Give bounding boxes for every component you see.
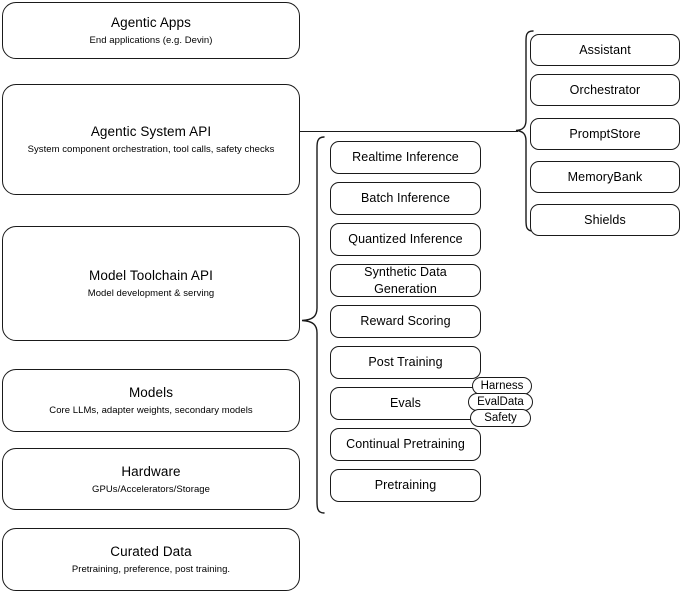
item-label: MemoryBank [567, 169, 643, 184]
layer-hardware[interactable]: Hardware GPUs/Accelerators/Storage [2, 448, 300, 510]
evals-badge-evaldata[interactable]: EvalData [468, 393, 533, 411]
badge-label: Safety [484, 412, 517, 424]
layer-curated-data[interactable]: Curated Data Pretraining, preference, po… [2, 528, 300, 591]
item-label: Reward Scoring [360, 314, 451, 328]
item-label: Quantized Inference [348, 232, 463, 246]
connector-agentic-system-to-system-items [300, 130, 518, 132]
item-label: Evals [389, 396, 422, 410]
layer-title: Hardware [121, 463, 181, 479]
item-label: Shields [584, 212, 626, 227]
toolchain-item-realtime-inference[interactable]: Realtime Inference [330, 141, 481, 174]
layer-title: Agentic System API [90, 124, 212, 139]
brace-system-items [515, 30, 535, 232]
evals-badge-safety[interactable]: Safety [470, 409, 531, 427]
badge-label: Harness [480, 380, 524, 392]
system-item-memorybank[interactable]: MemoryBank [530, 161, 680, 193]
layer-subtitle: Model development & serving [87, 288, 215, 299]
layer-title: Curated Data [110, 544, 192, 559]
evals-badge-harness[interactable]: Harness [472, 377, 532, 395]
layer-subtitle: Core LLMs, adapter weights, secondary mo… [49, 405, 253, 416]
layer-agentic-apps[interactable]: Agentic Apps End applications (e.g. Devi… [2, 2, 300, 59]
layer-subtitle: Pretraining, preference, post training. [71, 564, 231, 575]
toolchain-item-post-training[interactable]: Post Training [330, 346, 481, 379]
layer-title: Models [128, 385, 174, 400]
layer-models[interactable]: Models Core LLMs, adapter weights, secon… [2, 369, 300, 432]
badge-label: EvalData [477, 396, 524, 408]
system-item-assistant[interactable]: Assistant [530, 34, 680, 66]
item-label: Synthetic Data Generation [364, 264, 447, 296]
layer-subtitle: End applications (e.g. Devin) [89, 35, 213, 46]
toolchain-item-synthetic-data-generation[interactable]: Synthetic Data Generation [330, 264, 481, 297]
layer-title: Agentic Apps [110, 15, 191, 30]
item-label: Batch Inference [360, 191, 451, 205]
toolchain-item-pretraining[interactable]: Pretraining [330, 469, 481, 502]
item-label: Post Training [368, 355, 443, 369]
item-label: Realtime Inference [352, 150, 459, 164]
layer-subtitle: System component orchestration, tool cal… [27, 144, 275, 155]
layer-model-toolchain-api[interactable]: Model Toolchain API Model development & … [2, 226, 300, 341]
brace-toolchain [300, 136, 326, 514]
layer-title: Model Toolchain API [89, 268, 213, 283]
toolchain-item-reward-scoring[interactable]: Reward Scoring [330, 305, 481, 338]
toolchain-item-quantized-inference[interactable]: Quantized Inference [330, 223, 481, 256]
toolchain-item-continual-pretraining[interactable]: Continual Pretraining [330, 428, 481, 461]
system-item-shields[interactable]: Shields [530, 204, 680, 236]
toolchain-item-evals[interactable]: Evals [330, 387, 481, 420]
item-label: Continual Pretraining [346, 437, 465, 451]
system-item-orchestrator[interactable]: Orchestrator [530, 74, 680, 106]
item-label: Assistant [579, 42, 631, 57]
system-item-promptstore[interactable]: PromptStore [530, 118, 680, 150]
layer-subtitle: GPUs/Accelerators/Storage [92, 483, 210, 495]
item-label: Pretraining [374, 478, 437, 492]
layer-agentic-system-api[interactable]: Agentic System API System component orch… [2, 84, 300, 195]
item-label: PromptStore [569, 126, 641, 141]
toolchain-item-batch-inference[interactable]: Batch Inference [330, 182, 481, 215]
item-label: Orchestrator [569, 82, 641, 97]
